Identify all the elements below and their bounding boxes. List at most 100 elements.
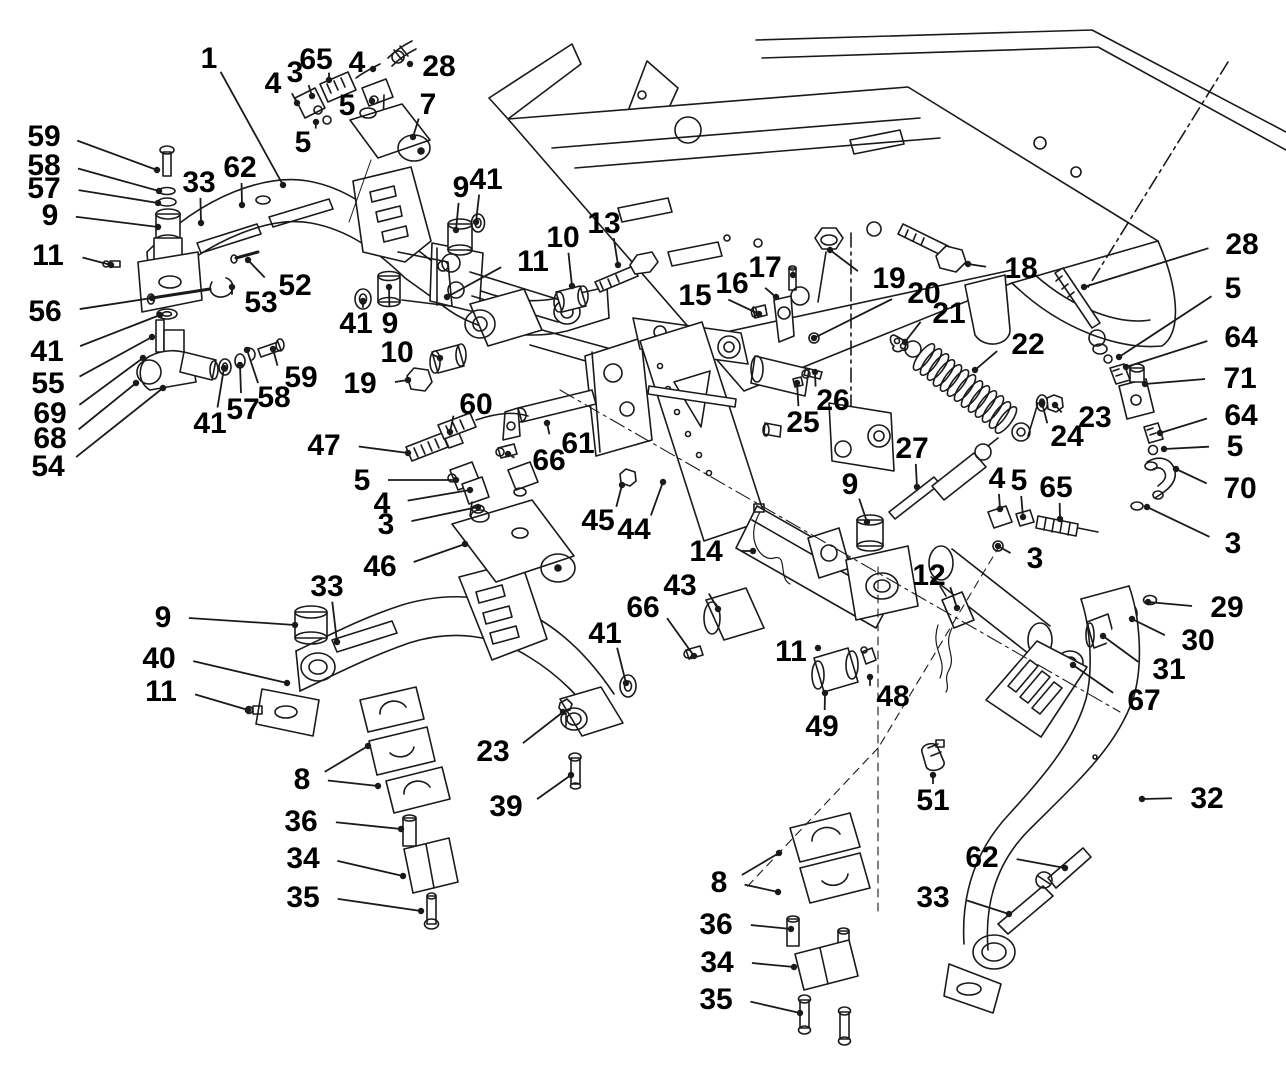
leader-dot	[279, 181, 287, 189]
leader-dot	[148, 294, 156, 302]
leader-line	[522, 711, 564, 744]
callout-67-99: 67	[1069, 661, 1161, 717]
leader-dot	[1156, 429, 1164, 437]
leader-line	[82, 256, 112, 266]
leader-line	[1102, 635, 1139, 663]
part-number-label: 64	[1224, 399, 1258, 432]
callout-11-77: 11	[775, 635, 822, 668]
part-number-label: 9	[155, 601, 172, 634]
leader-dot	[155, 187, 163, 195]
leader-line	[1118, 295, 1212, 358]
part-number-label: 3	[378, 508, 395, 541]
part-number-label: 5	[1011, 464, 1028, 497]
leader-dot	[1069, 661, 1077, 669]
leader-line	[914, 463, 918, 488]
center-pivot-assembly	[503, 266, 894, 541]
leader-dot	[368, 97, 376, 105]
callout-58-10: 58	[27, 149, 163, 195]
callout-3-62: 3	[994, 542, 1043, 575]
leader-dot	[866, 673, 874, 681]
part-number-label: 66	[532, 444, 565, 477]
callout-56-16: 56	[28, 294, 156, 328]
part-number-label: 4	[349, 46, 366, 79]
leader-dot	[244, 706, 252, 714]
leader-dot	[443, 293, 451, 301]
leader-dot	[821, 689, 829, 697]
leader-dot	[1122, 363, 1130, 371]
leader-dot	[291, 621, 299, 629]
callout-5-50: 5	[1160, 430, 1244, 463]
part-number-label: 59	[284, 361, 317, 394]
part-number-label: 10	[380, 336, 413, 369]
part-number-label: 52	[278, 269, 311, 302]
part-number-label: 67	[1127, 684, 1160, 717]
leader-dot	[404, 376, 412, 384]
leader-line	[337, 859, 404, 877]
part-number-label: 39	[489, 790, 522, 823]
part-number-label: 44	[617, 513, 651, 546]
callout-53-23: 53	[228, 283, 278, 319]
part-number-label: 65	[299, 43, 332, 76]
leader-dot	[466, 486, 474, 494]
part-number-label: 41	[469, 163, 502, 196]
callout-71-48: 71	[1141, 362, 1257, 395]
part-number-label: 68	[33, 422, 66, 455]
leader-dot	[107, 261, 115, 269]
part-number-label: 17	[748, 251, 781, 284]
leader-dot	[228, 283, 236, 291]
part-number-label: 58	[27, 149, 60, 182]
callout-9-25: 9	[382, 283, 398, 340]
leader-dot	[154, 199, 162, 207]
leader-dot	[132, 379, 140, 387]
leader-dot	[714, 605, 722, 613]
part-number-label: 13	[587, 207, 620, 240]
part-number-label: 19	[872, 262, 905, 295]
leader-dot	[333, 638, 341, 646]
leader-line	[966, 899, 1010, 915]
callout-49-80: 49	[805, 689, 839, 743]
part-number-label: 62	[965, 841, 998, 874]
part-number-label: 28	[422, 50, 455, 83]
leader-dot	[404, 449, 412, 457]
part-number-label: 3	[287, 56, 304, 89]
callout-9-12: 9	[42, 199, 162, 232]
part-number-label: 33	[182, 166, 215, 199]
leader-line	[904, 321, 922, 343]
leader-dot	[283, 679, 291, 687]
leader-dot	[622, 679, 630, 687]
leader-line	[188, 617, 296, 626]
part-number-label: 57	[226, 393, 259, 426]
callout-9-82: 9	[155, 601, 299, 634]
callout-21-43: 21	[901, 297, 966, 346]
callout-5-6: 5	[339, 89, 376, 122]
callout-65-1: 65	[299, 43, 333, 84]
leader-dot	[452, 226, 460, 234]
part-number-label: 5	[1227, 430, 1244, 463]
part-number-label: 41	[30, 335, 63, 368]
part-number-label: 29	[1210, 591, 1243, 624]
callout-5-60: 5	[1011, 464, 1028, 521]
leader-dot	[159, 384, 167, 392]
leader-line	[1072, 664, 1114, 694]
part-number-label: 11	[145, 675, 177, 708]
leader-line	[1016, 858, 1066, 869]
leader-dot	[796, 1009, 804, 1017]
leader-line	[327, 779, 379, 787]
leader-dot	[1056, 515, 1064, 523]
callout-70-51: 70	[1172, 465, 1257, 505]
leader-dot	[1051, 401, 1059, 409]
leader-dot	[787, 925, 795, 933]
leader-dot	[461, 540, 469, 548]
leader-line	[75, 215, 159, 228]
part-number-label: 21	[932, 297, 965, 330]
part-number-label: 36	[699, 908, 732, 941]
callout-16-38: 16	[715, 267, 780, 301]
part-number-label: 57	[27, 172, 60, 205]
part-number-label: 23	[476, 735, 509, 768]
part-number-label: 41	[588, 617, 621, 650]
callout-68-20: 68	[33, 379, 140, 455]
leader-dot	[359, 297, 367, 305]
part-number-label: 35	[699, 983, 732, 1016]
lower-left-arm	[246, 561, 624, 929]
callout-4-3: 4	[265, 67, 301, 107]
